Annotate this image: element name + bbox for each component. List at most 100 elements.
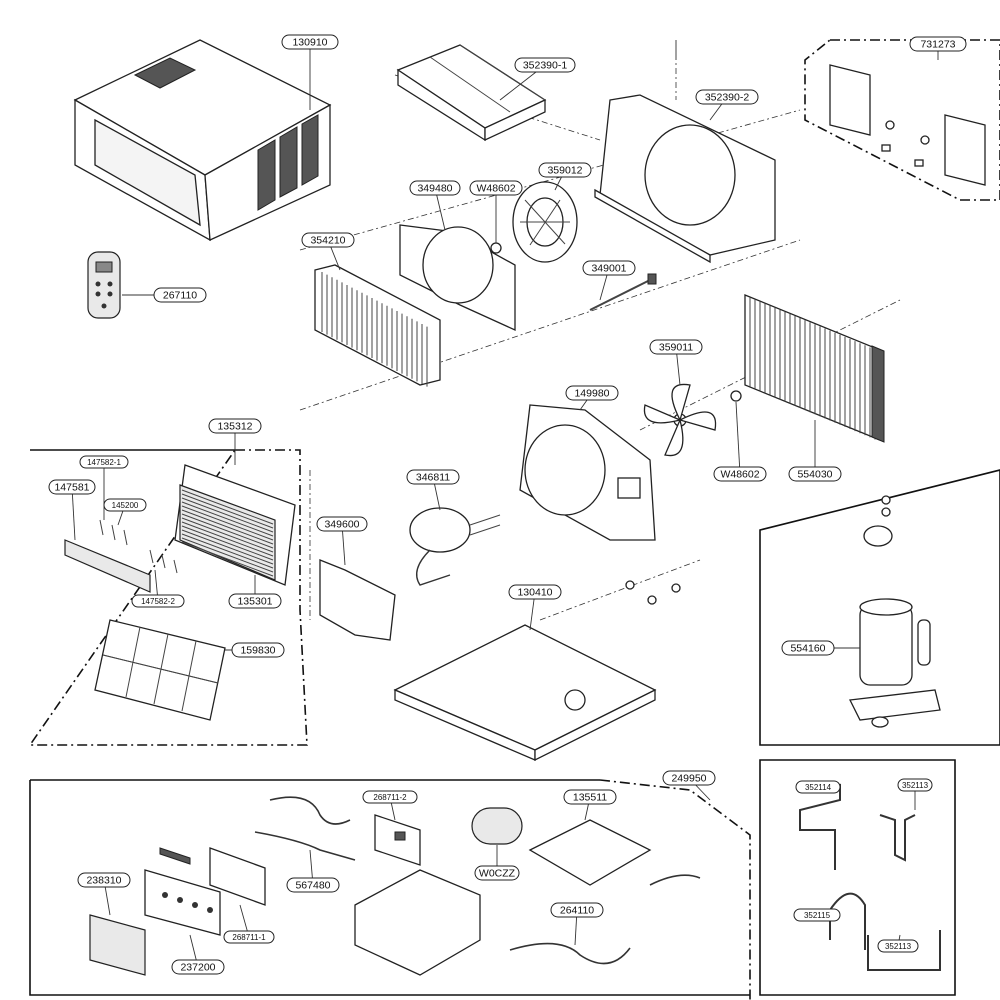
part-callout-w48602: W48602: [713, 466, 767, 482]
part-callout-352113: 352113: [897, 778, 933, 792]
part-number-label: 359012: [547, 165, 582, 177]
part-number-label: 159830: [240, 645, 275, 657]
callout-oval: [474, 865, 520, 881]
frame-top-right: [804, 39, 1000, 201]
part-callout-159830: 159830: [231, 642, 285, 658]
part-number-label: 249950: [671, 773, 706, 785]
cabinet-case: [73, 39, 332, 242]
air-filter: [94, 619, 226, 721]
part-number-label: 352115: [804, 911, 831, 920]
fin-line: [181, 489, 274, 525]
callout-oval: [281, 34, 339, 50]
fin-line: [181, 537, 274, 573]
callout-oval: [286, 877, 340, 893]
part-callout-147582-1: 147582-1: [79, 455, 129, 469]
part-number-label: 149980: [574, 388, 609, 400]
callout-oval: [406, 469, 460, 485]
part-number-label: 349480: [417, 183, 452, 195]
callout-oval: [228, 593, 282, 609]
callout-oval: [223, 930, 275, 944]
frame-bottom-right-tubes: [759, 759, 956, 996]
part-callout-352115: 352115: [793, 908, 841, 922]
ribbon-cable: [159, 847, 191, 865]
display-panel: [89, 914, 146, 976]
part-number-label: W0CZZ: [479, 868, 516, 880]
part-callout-567480: 567480: [286, 877, 340, 893]
part-number-label: 238310: [86, 875, 121, 887]
part-callout-135511: 135511: [563, 789, 617, 805]
part-callout-352114: 352114: [795, 780, 841, 794]
callout-oval: [877, 939, 919, 953]
part-callout-354210: 354210: [301, 232, 355, 248]
compressor: [849, 495, 941, 728]
fin-line: [181, 517, 274, 553]
part-callout-145200: 145200: [103, 498, 147, 512]
callout-oval: [208, 418, 262, 434]
callout-oval: [909, 36, 967, 52]
fan-shroud-bracket: [519, 404, 656, 541]
part-number-label: 147581: [54, 482, 89, 494]
part-callout-352390-1: 352390-1: [514, 57, 576, 73]
fin-line: [102, 654, 219, 684]
part-callout-268711-1: 268711-1: [223, 930, 275, 944]
control-box: [354, 869, 481, 976]
callout-oval: [409, 180, 461, 196]
condenser-coil: [744, 294, 885, 443]
part-number-label: 554160: [790, 643, 825, 655]
part-callout-147582-2: 147582-2: [131, 594, 185, 608]
callout-oval: [563, 789, 617, 805]
part-callout-267110: 267110: [153, 287, 207, 303]
part-number-label: 147582-2: [141, 597, 175, 606]
cabinet-top-vent: [133, 57, 197, 89]
part-number-label: 264110: [560, 905, 594, 917]
part-number-label: 731273: [920, 39, 955, 51]
callout-oval: [301, 232, 355, 248]
part-number-label: 268711-2: [373, 793, 407, 802]
fan-motor: [409, 507, 501, 586]
fin-line: [181, 497, 274, 533]
screw-top: [490, 242, 502, 254]
part-number-label: W48602: [476, 183, 515, 195]
blower-housing: [594, 40, 776, 264]
frame-left-grille: [28, 449, 308, 746]
part-callout-554160: 554160: [781, 640, 835, 656]
part-callout-731273: 731273: [909, 36, 967, 52]
part-callout-135312: 135312: [208, 418, 262, 434]
part-number-label: 147582-1: [87, 458, 121, 467]
part-number-label: 349001: [591, 263, 626, 275]
refrigerant-tubes: [799, 783, 941, 971]
part-number-label: 268711-1: [232, 933, 266, 942]
screw-right: [730, 390, 742, 402]
part-callout-349480: 349480: [409, 180, 461, 196]
callout-oval: [795, 780, 841, 794]
louver-vane: [64, 539, 151, 593]
condenser-fan: [643, 383, 717, 457]
part-number-label: 267110: [163, 290, 197, 302]
part-callout-135301: 135301: [228, 593, 282, 609]
callout-oval: [514, 57, 576, 73]
callout-oval: [103, 498, 147, 512]
part-number-label: 237200: [180, 962, 215, 974]
part-callout-268711-2: 268711-2: [362, 790, 418, 804]
leader-line: [71, 486, 76, 541]
part-number-label: 346811: [416, 472, 450, 484]
part-callout-349600: 349600: [316, 516, 368, 532]
fin-line: [181, 513, 274, 549]
callout-oval: [79, 455, 129, 469]
callout-oval: [48, 479, 96, 495]
part-callout-554030: 554030: [788, 466, 842, 482]
callout-oval: [781, 640, 835, 656]
base-pan: [393, 624, 657, 762]
part-callout-130410: 130410: [508, 584, 562, 600]
control-cover: [144, 869, 221, 936]
callout-oval: [153, 287, 207, 303]
part-number-label: 352113: [885, 942, 912, 951]
evaporator-shroud: [399, 224, 516, 332]
part-number-label: 554030: [797, 469, 832, 481]
part-callout-237200: 237200: [171, 959, 225, 975]
frame-bottom-electrical: [29, 779, 751, 1000]
part-callout-w0czz: W0CZZ: [474, 865, 520, 881]
callout-oval: [131, 594, 185, 608]
part-callout-w48602: W48602: [469, 180, 523, 196]
